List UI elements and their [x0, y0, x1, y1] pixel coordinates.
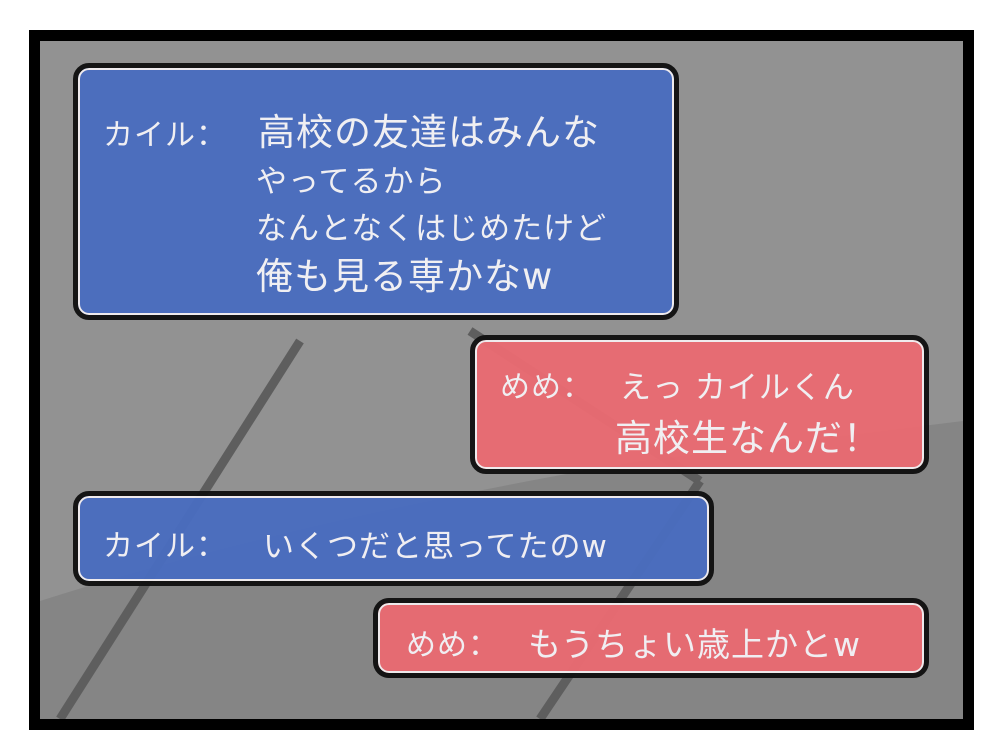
message-line: いくつだと思ってたのw — [263, 529, 608, 565]
message-line: えっ カイルくん — [620, 370, 855, 406]
message-line: なんとなくはじめたけど — [256, 211, 608, 247]
message-line: 高校の友達はみんな — [258, 111, 600, 154]
chat-bubble-kyle-1: カイル： 高校の友達はみんな やってるから なんとなくはじめたけど 俺も見る専か… — [73, 63, 679, 320]
comic-panel: カイル： 高校の友達はみんな やってるから なんとなくはじめたけど 俺も見る専か… — [29, 30, 974, 730]
message-line: 高校生なんだ！ — [615, 417, 881, 460]
chat-bubble-meme-1: めめ： えっ カイルくん 高校生なんだ！ — [470, 335, 929, 474]
message-line: もうちょい歳上かとw — [528, 625, 861, 664]
chat-bubble-kyle-2: カイル： いくつだと思ってたのw — [73, 491, 714, 586]
speaker-label-kyle: カイル： — [103, 529, 227, 564]
chat-bubble-meme-2: めめ： もうちょい歳上かとw — [373, 598, 929, 678]
message-line: やってるから — [256, 164, 447, 200]
message-line: 俺も見る専かなw — [256, 255, 554, 298]
speaker-label-meme: めめ： — [406, 628, 499, 663]
speaker-label-kyle: カイル： — [103, 118, 227, 153]
speaker-label-meme: めめ： — [500, 370, 593, 405]
